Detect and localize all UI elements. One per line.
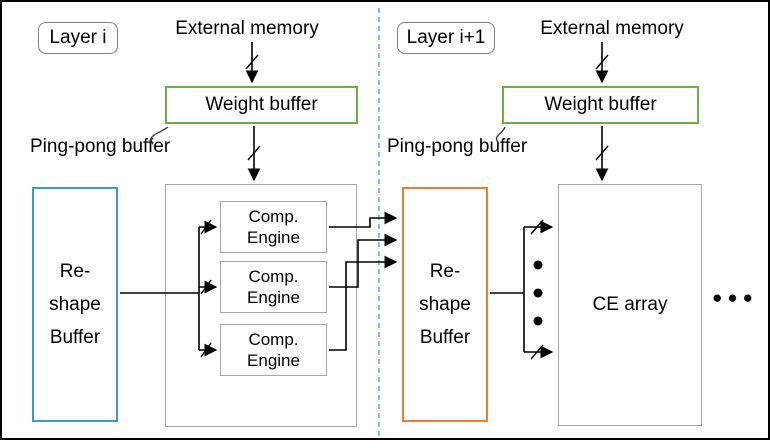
weight-buffer-box-right: Weight buffer [502,86,699,124]
ce-array-box: CE array [558,184,702,426]
layer-i1-label-box: Layer i+1 [397,22,495,54]
comp-engine-label-2: Comp. Engine [247,266,300,307]
bus-slash-icon [247,145,261,161]
layer-i-label-box: Layer i [38,22,118,54]
external-memory-label-right: External memory [540,18,684,39]
comp-engine-box-2: Comp. Engine [220,261,327,313]
more-layers-ellipsis-icon: ●●● [712,288,758,307]
reshape-buffer-label-right: Re- shape Buffer [419,260,471,349]
layer-i1-label: Layer i+1 [406,27,486,48]
comp-engine-box-3: Comp. Engine [220,324,327,376]
ce-array-label: CE array [592,294,668,315]
external-memory-label-left: External memory [175,18,319,39]
reshape-buffer-box-right: Re- shape Buffer [402,187,488,422]
weight-buffer-box-left: Weight buffer [165,86,358,124]
bus-slash-icon [530,344,544,360]
comp-engine-label-1: Comp. Engine [247,206,300,247]
reshape-buffer-label-left: Re- shape Buffer [49,260,101,349]
bus-slash-icon [245,54,259,70]
bus-slash-icon [595,54,609,70]
weight-buffer-label-right: Weight buffer [544,94,657,115]
bus-slash-icon [530,219,544,235]
bus-slash-icon [595,145,609,161]
comp-engine-box-1: Comp. Engine [220,201,327,253]
layer-i-label: Layer i [49,27,107,48]
vertical-ellipsis-icon [533,260,543,326]
weight-buffer-label-left: Weight buffer [205,94,318,115]
reshape-buffer-box-left: Re- shape Buffer [32,187,118,422]
ping-pong-buffer-label-left: Ping-pong buffer [30,136,171,157]
comp-engine-label-3: Comp. Engine [247,329,300,370]
ping-pong-buffer-label-right: Ping-pong buffer [387,136,528,157]
